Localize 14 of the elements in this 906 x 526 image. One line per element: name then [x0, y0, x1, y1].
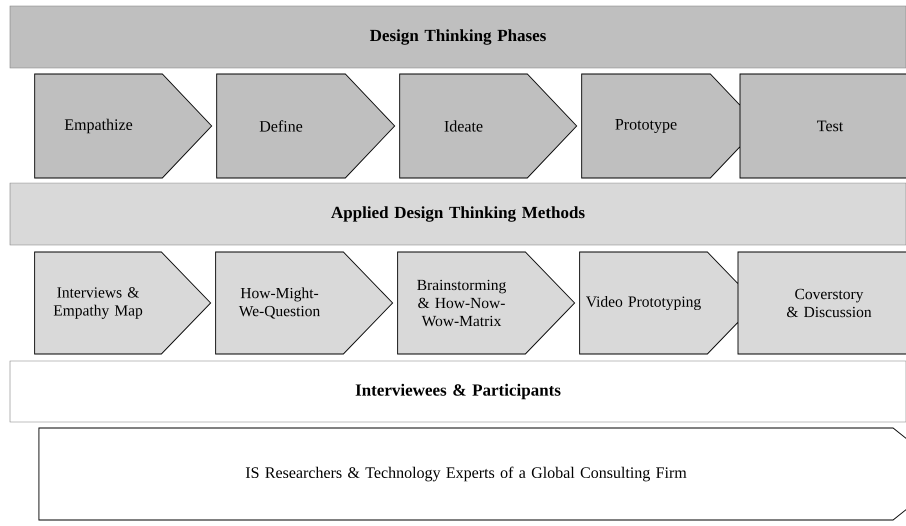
header-band: Applied Design Thinking Methods [10, 182, 906, 246]
process-box: Coverstory & Discussion [738, 252, 906, 354]
chevron-box: How-Might-We-Question [215, 252, 394, 354]
chevron-box: Empathize [34, 74, 212, 178]
chevron-box: Define [216, 74, 396, 178]
chevron-box: Ideate [399, 74, 578, 178]
header-band: Design Thinking Phases [10, 6, 906, 68]
chevron-box: Interviews & Empathy Map [34, 252, 212, 354]
chevron-box: Prototype [581, 74, 760, 178]
chevron-box: Video Prototyping [579, 252, 758, 354]
chevron-box: IS Researchers & Technology Experts of a Global Consulting Firm [38, 428, 906, 520]
process-box: Test [740, 74, 906, 178]
chevron-box: Brainstorming & How-Now-Wow-Matrix [397, 252, 576, 354]
header-band: Interviewees & Participants [10, 360, 906, 422]
